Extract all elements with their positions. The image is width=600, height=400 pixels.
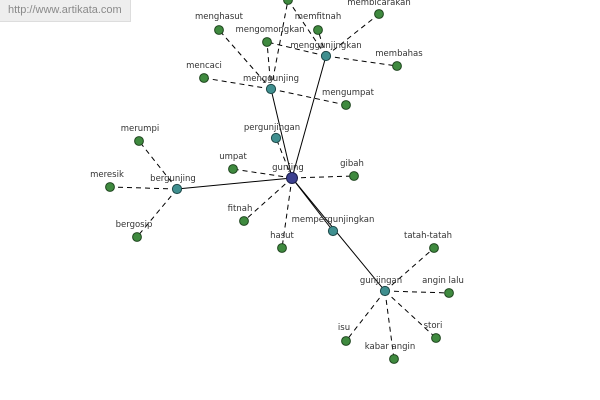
node-label-mempergunjingkan: mempergunjingkan <box>292 215 375 225</box>
node-membahas[interactable] <box>392 61 402 71</box>
node-label-mengumpat: mengumpat <box>322 88 375 98</box>
node-pergunjingan[interactable] <box>270 132 282 144</box>
node-kabar-angin[interactable] <box>389 354 399 364</box>
nodes-layer <box>105 0 454 364</box>
node-umpat[interactable] <box>228 164 238 174</box>
node-gibah[interactable] <box>349 171 359 181</box>
node-label-menggunjing: menggunjing <box>243 74 299 84</box>
edge-gunjing-bergunjing <box>176 177 293 190</box>
node-memfitnah[interactable] <box>313 25 323 35</box>
edge-gunjing-gibah <box>291 175 355 179</box>
edge-menggunjing-mengomongkan <box>266 41 272 90</box>
edge-bergunjing-merumpi <box>138 140 178 190</box>
edge-menggunjingkan-membicarakan <box>325 13 380 57</box>
edge-gunjingan-tatah-tatah <box>384 247 435 292</box>
edge-gunjing-menggunjingkan <box>291 55 327 179</box>
edge-menggunjing-mengumpat <box>270 88 347 106</box>
node-label-gunjing: gunjing <box>272 163 304 173</box>
node-mempergunjingkan[interactable] <box>327 225 339 237</box>
node-mengumpat[interactable] <box>341 100 351 110</box>
node-bergosip[interactable] <box>132 232 142 242</box>
node-label-umpat: umpat <box>219 152 247 162</box>
edge-menggunjing-menghasut <box>218 29 272 90</box>
node-label-stori: stori <box>424 321 443 331</box>
edge-gunjingan-isu <box>345 290 386 342</box>
edge-gunjing-menggunjing <box>270 88 293 179</box>
edge-gunjing-pergunjingan <box>275 137 293 179</box>
watermark-url: http://www.artikata.com <box>0 0 131 22</box>
node-label-bergosip: bergosip <box>116 220 153 230</box>
node-angin-lalu[interactable] <box>444 288 454 298</box>
node-merumpi[interactable] <box>134 136 144 146</box>
node-label-menghasut: menghasut <box>195 12 244 22</box>
node-menggunjingkan[interactable] <box>320 50 332 62</box>
node-label-membahas: membahas <box>375 49 423 59</box>
node-meresik[interactable] <box>105 182 115 192</box>
node-membicarakan[interactable] <box>374 9 384 19</box>
node-label-bergunjing: bergunjing <box>150 174 196 184</box>
edge-gunjingan-angin-lalu <box>384 290 450 294</box>
node-label-membicarakan: membicarakan <box>347 0 411 8</box>
node-label-merumpi: merumpi <box>121 124 159 134</box>
node-fitnah[interactable] <box>239 216 249 226</box>
edge-menggunjingkan-mengomongkan <box>266 41 327 57</box>
node-label-gibah: gibah <box>340 159 364 169</box>
edge-gunjing-umpat <box>232 168 293 179</box>
node-label-gunjingan: gunjingan <box>360 276 402 286</box>
node-label-isu: isu <box>338 323 350 333</box>
node-label-pergunjingan: pergunjingan <box>244 123 300 133</box>
node-menggunjing[interactable] <box>265 83 277 95</box>
edge-gunjing-hasut <box>281 177 293 249</box>
node-label-memfitnah: memfitnah <box>295 12 341 22</box>
node-label-meresik: meresik <box>90 170 124 180</box>
node-label-menggunjingkan: menggunjingkan <box>290 41 361 51</box>
edge-gunjing-fitnah <box>243 177 293 222</box>
node-bergunjing[interactable] <box>171 183 183 195</box>
node-label-mencaci: mencaci <box>186 61 222 71</box>
node-top-leaf[interactable] <box>283 0 293 5</box>
node-menghasut[interactable] <box>214 25 224 35</box>
edge-bergunjing-meresik <box>109 186 178 190</box>
edges-layer <box>109 0 450 360</box>
node-gunjingan[interactable] <box>379 285 391 297</box>
node-mencaci[interactable] <box>199 73 209 83</box>
node-label-hasut: hasut <box>270 231 294 241</box>
edge-gunjingan-stori <box>384 290 437 339</box>
edge-gunjingan-kabar-angin <box>384 290 395 360</box>
node-label-kabar-angin: kabar angin <box>365 342 416 352</box>
node-label-tatah-tatah: tatah-tatah <box>404 231 452 241</box>
edge-menggunjingkan-top-leaf <box>287 0 327 57</box>
node-isu[interactable] <box>341 336 351 346</box>
edge-menggunjingkan-membahas <box>325 55 398 67</box>
edge-menggunjing-mencaci <box>203 77 272 90</box>
node-gunjing[interactable] <box>286 172 298 184</box>
node-label-angin-lalu: angin lalu <box>422 276 464 286</box>
node-mengomongkan[interactable] <box>262 37 272 47</box>
node-label-fitnah: fitnah <box>228 204 253 214</box>
edge-gunjing-gunjingan <box>291 177 386 292</box>
node-tatah-tatah[interactable] <box>429 243 439 253</box>
edge-bergunjing-bergosip <box>136 188 178 238</box>
node-label-mengomongkan: mengomongkan <box>235 25 304 35</box>
node-hasut[interactable] <box>277 243 287 253</box>
labels-layer: gunjing menggunjing menggunjingkan bergunji… <box>90 0 464 352</box>
node-stori[interactable] <box>431 333 441 343</box>
